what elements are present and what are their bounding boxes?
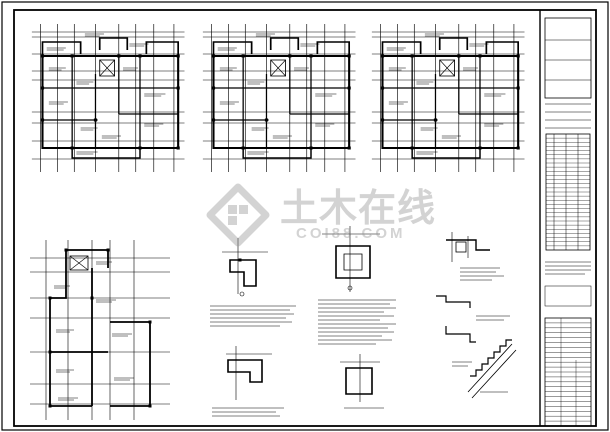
- detail-5: [446, 232, 504, 281]
- floor-plan-partial: [30, 240, 170, 420]
- floor-schedule-table: [545, 133, 591, 251]
- detail-4: [340, 354, 384, 409]
- title-block: [539, 10, 592, 426]
- detail-6-stair: [436, 295, 517, 399]
- detail-2: [318, 226, 396, 345]
- title-block-fields: [544, 261, 592, 427]
- detail-1: [210, 238, 296, 327]
- detail-3: [212, 346, 284, 417]
